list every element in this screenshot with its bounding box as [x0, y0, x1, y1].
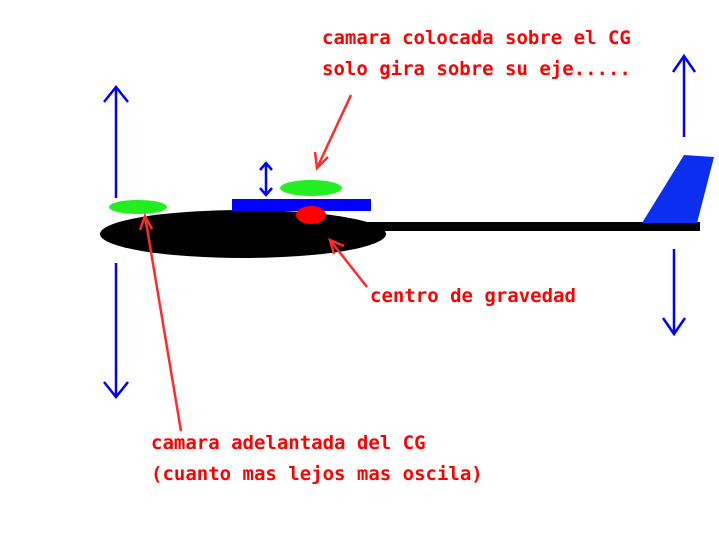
annotation-center-of-gravity-text: centro de gravedad: [370, 285, 576, 307]
arrow-tail-down: [661, 249, 687, 337]
pointer-to-front-camera: [138, 212, 183, 432]
arrow-camera-up-down: [259, 161, 273, 197]
camera-front: [109, 200, 167, 214]
annotation-camera-on-cg-line-2: solo gira sobre su eje.....: [322, 58, 631, 80]
pointer-to-center-of-gravity: [328, 237, 368, 288]
pointer-to-camera-on-cg: [313, 94, 353, 171]
annotation-camera-on-cg-line-1: camara colocada sobre el CG: [322, 27, 631, 49]
arrow-tail-up: [671, 53, 697, 137]
center-of-gravity-marker: [296, 206, 326, 224]
annotation-front-camera-line-2: (cuanto mas lejos mas oscila): [151, 463, 483, 485]
fuselage: [100, 210, 386, 258]
camera-on-cg: [280, 180, 342, 196]
wing: [232, 199, 371, 211]
tail-boom: [360, 222, 700, 231]
annotation-center-of-gravity: centro de gravedad: [370, 281, 576, 312]
annotation-front-camera-line-1: camara adelantada del CG: [151, 432, 426, 454]
arrow-front-down: [103, 263, 129, 400]
annotation-camera-on-cg: camara colocada sobre el CG solo gira so…: [322, 23, 631, 85]
arrow-front-up: [103, 84, 129, 198]
annotation-front-camera: camara adelantada del CG (cuanto mas lej…: [151, 428, 483, 490]
tail-fin: [642, 155, 714, 223]
